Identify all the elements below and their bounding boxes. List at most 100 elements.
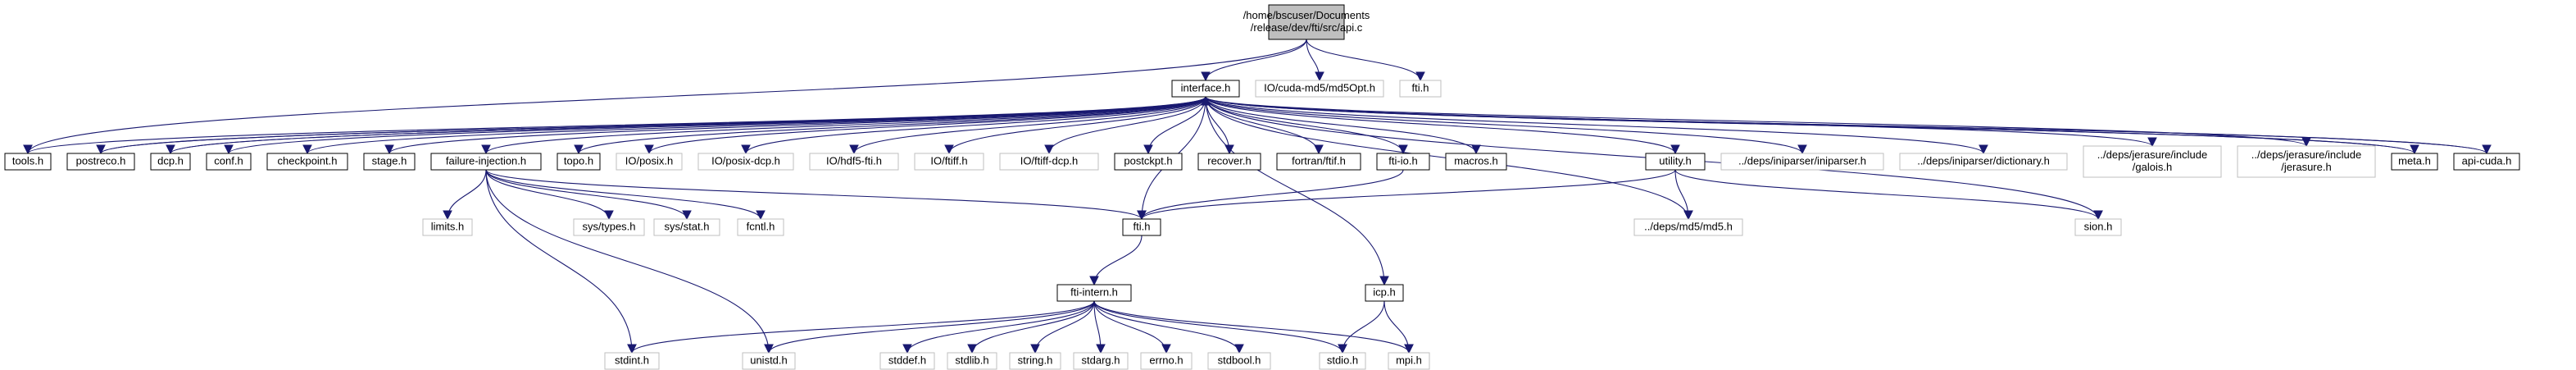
node-label-api-1: /release/dev/fti/src/api.c (1251, 21, 1363, 34)
arrowhead-api-to-interface (1201, 71, 1211, 82)
node-label-ftiintern-0: fti-intern.h (1070, 285, 1118, 298)
edge-interface-to-ioftiff (948, 96, 1206, 154)
node-label-recover-0: recover.h (1207, 154, 1251, 167)
node-label-md5-0: ../deps/md5/md5.h (1644, 220, 1733, 232)
edge-interface-to-ioposixdcp (745, 96, 1206, 154)
node-conf[interactable]: conf.h (206, 153, 252, 171)
node-tools[interactable]: tools.h (4, 153, 52, 171)
node-box-string (1009, 352, 1061, 370)
node-box-postckpt (1114, 153, 1183, 171)
node-box-meta (2391, 153, 2438, 171)
edge-interface-to-fortran (1205, 96, 1320, 154)
node-api[interactable]: /home/bscuser/Documents/release/dev/fti/… (1243, 4, 1370, 40)
arrowhead-interface-to-ioftiffdcp (1044, 144, 1054, 155)
arrowhead-ftiintern-to-stdlib (967, 344, 977, 354)
edge-interface-to-stage (388, 96, 1206, 154)
node-utility[interactable]: utility.h (1645, 153, 1706, 171)
node-recover[interactable]: recover.h (1197, 153, 1261, 171)
arrowhead-postreco-to-interface (1201, 95, 1211, 106)
node-ftiio[interactable]: fti-io.h (1376, 153, 1430, 171)
arrowhead-interface-to-jerasure (2301, 137, 2311, 148)
node-box-stdbool (1207, 352, 1271, 370)
node-box-sion (2074, 218, 2122, 236)
arrowhead-ftiintern-to-errno (1161, 344, 1171, 354)
node-meta[interactable]: meta.h (2391, 153, 2438, 171)
edge-ftiintern-to-stddef (906, 300, 1095, 354)
node-box-ioftiffdcp (999, 153, 1099, 171)
arrowhead-utility-to-md5 (1683, 210, 1693, 221)
node-box-dictionary (1899, 153, 2068, 171)
node-topo[interactable]: topo.h (557, 153, 601, 171)
arrowhead-ftiintern-to-stdbool (1234, 344, 1244, 354)
node-dictionary: ../deps/iniparser/dictionary.h (1899, 153, 2068, 171)
arrowhead-interface-to-ioftiff (944, 144, 954, 155)
node-box-topo (557, 153, 601, 171)
node-ftih[interactable]: fti.h (1122, 218, 1161, 236)
node-label-ioposixdcp-0: IO/posix-dcp.h (711, 154, 780, 167)
node-box-api (1268, 4, 1345, 40)
node-label-string-0: string.h (1018, 354, 1053, 366)
edge-interface-to-jerasure (1205, 96, 2307, 147)
edge-interface-to-conf (228, 96, 1206, 154)
node-macros[interactable]: macros.h (1445, 153, 1507, 171)
arrowhead-interface-to-postckpt (1143, 144, 1153, 155)
node-box-ftih (1122, 218, 1161, 236)
node-stage[interactable]: stage.h (363, 153, 416, 171)
edge-apicuda-to-interface (1205, 96, 2487, 154)
edge-ftiintern-to-mpi (1093, 300, 1410, 354)
node-box-ioftiff (914, 153, 984, 171)
node-box-conf (206, 153, 252, 171)
edge-failinj-to-ftih (485, 169, 1143, 220)
node-checkpoint[interactable]: checkpoint.h (266, 153, 348, 171)
node-postckpt[interactable]: postckpt.h (1114, 153, 1183, 171)
node-box-unistd (742, 352, 796, 370)
edge-ftiintern-to-stdbool (1093, 300, 1240, 354)
node-interface[interactable]: interface.h (1171, 80, 1240, 98)
node-box-icp (1365, 284, 1404, 302)
edge-interface-to-iohdf5 (853, 96, 1206, 154)
node-label-mpi-0: mpi.h (1396, 354, 1422, 366)
node-label-topo-0: topo.h (564, 154, 593, 167)
edge-interface-to-ioftiffdcp (1048, 96, 1206, 154)
edge-interface-to-ftiio (1205, 96, 1404, 154)
edge-ftiio-to-ftih (1141, 169, 1404, 220)
edge-ftiintern-to-stdint (631, 300, 1095, 354)
node-fortran[interactable]: fortran/ftif.h (1276, 153, 1361, 171)
node-label-icp-0: icp.h (1373, 285, 1395, 298)
node-apicuda[interactable]: api-cuda.h (2453, 153, 2520, 171)
node-md5: ../deps/md5/md5.h (1633, 218, 1743, 236)
node-box-ftih_top (1399, 80, 1442, 98)
node-label-jerasure-1: /jerasure.h (2281, 161, 2331, 173)
node-box-ioposix (616, 153, 683, 171)
node-box-dcp (150, 153, 191, 171)
edge-failinj-to-stdint (485, 169, 633, 354)
node-postreco[interactable]: postreco.h (66, 153, 135, 171)
arrowhead-utility-to-ftih (1137, 210, 1147, 221)
arrowhead-interface-to-dcp (166, 144, 175, 155)
arrowhead-interface-to-tools (23, 144, 33, 155)
node-box-utility (1645, 153, 1706, 171)
arrowhead-interface-to-meta (2410, 144, 2419, 155)
node-label-ftih-0: fti.h (1134, 220, 1151, 232)
node-failinj[interactable]: failure-injection.h (430, 153, 542, 171)
node-box-failinj (430, 153, 542, 171)
node-label-ftih_top-0: fti.h (1412, 81, 1429, 94)
node-icp[interactable]: icp.h (1365, 284, 1404, 302)
arrowhead-interface-to-galois (2147, 137, 2157, 148)
node-label-stdio-0: stdio.h (1327, 354, 1358, 366)
node-box-stdio (1319, 352, 1366, 370)
edge-api-to-interface (1205, 39, 1307, 81)
edge-ftiintern-to-string (1034, 300, 1095, 354)
node-box-md5 (1633, 218, 1743, 236)
arrowhead-ftih-to-ftiintern (1089, 276, 1099, 286)
edge-failinj-to-unistd (485, 169, 770, 354)
arrowhead-interface-to-macros (1471, 144, 1481, 155)
arrowhead-failinj-to-limits (443, 210, 452, 221)
node-label-tools-0: tools.h (12, 154, 43, 167)
arrowhead-interface-to-checkpoint (302, 144, 312, 155)
edge-ftih-to-ftiintern (1093, 235, 1143, 285)
node-ftiintern[interactable]: fti-intern.h (1056, 284, 1132, 302)
node-dcp[interactable]: dcp.h (150, 153, 191, 171)
node-cudamd5: IO/cuda-md5/md5Opt.h (1255, 80, 1384, 98)
node-label-stage-0: stage.h (372, 154, 407, 167)
